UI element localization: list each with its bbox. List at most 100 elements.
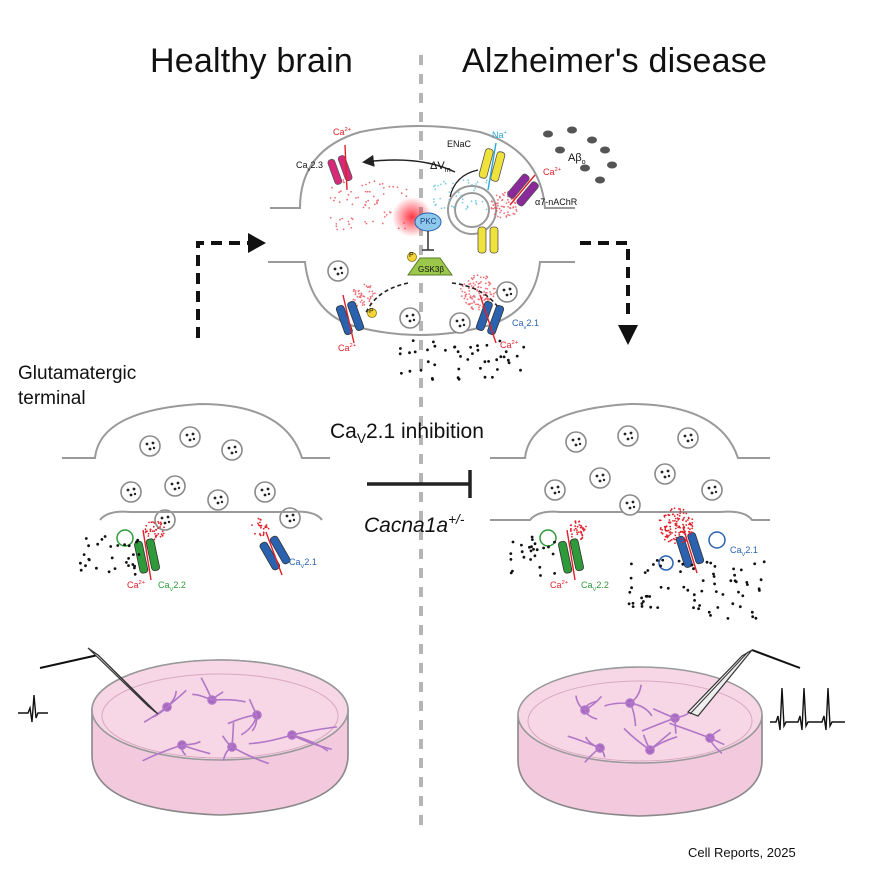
calcium-particle — [368, 300, 371, 303]
left-cav21-channel — [259, 535, 291, 571]
calcium-particle — [569, 529, 572, 531]
calcium-particle — [675, 520, 678, 523]
neurite — [227, 714, 258, 725]
sodium-particle — [485, 208, 488, 211]
calcium-particle — [260, 524, 262, 527]
calcium-particle — [358, 292, 360, 295]
glutamate-particle — [79, 561, 82, 565]
sodium-particle — [437, 184, 439, 187]
glutamate-particle — [648, 595, 652, 598]
sodium-particle — [466, 205, 469, 208]
glutamate-particle — [400, 371, 403, 375]
calcium-particle — [682, 512, 685, 514]
glutamate-particle — [692, 567, 695, 571]
calcium-particle — [576, 525, 579, 528]
glutamate-particle — [741, 594, 745, 598]
calcium-particle — [372, 220, 374, 223]
calcium-particle — [334, 196, 336, 199]
glutamate-particle — [96, 542, 100, 546]
glutamate-particle — [631, 605, 635, 608]
sodium-particle — [467, 179, 469, 182]
glutamate-particle — [137, 553, 141, 556]
gsk3b-node — [407, 257, 453, 276]
glutamate-particle — [739, 568, 743, 572]
calcium-particle — [159, 535, 162, 538]
calcium-particle — [509, 207, 512, 210]
glutamate-particle — [701, 579, 705, 582]
glutamate-particle — [506, 358, 510, 362]
neurite — [623, 727, 651, 751]
calcium-particle — [576, 529, 578, 531]
calcium-particle — [153, 538, 156, 541]
calcium-particle — [669, 533, 672, 536]
calcium-particle — [472, 282, 475, 285]
glutamate-particle — [745, 581, 749, 584]
calcium-particle — [479, 276, 482, 279]
calcium-particle — [381, 182, 384, 185]
calcium-particle — [492, 295, 495, 298]
calcium-particle — [461, 290, 464, 293]
calcium-particle — [503, 212, 505, 215]
calcium-particle — [377, 199, 380, 202]
neurite — [604, 702, 631, 707]
calcium-particle — [664, 527, 667, 529]
glutamate-particle — [469, 345, 472, 349]
sodium-particle — [476, 181, 479, 184]
calcium-particle — [372, 292, 374, 295]
glutamate-particle — [649, 605, 653, 609]
glutamate-particle — [116, 544, 120, 547]
calcium-particle — [493, 292, 495, 295]
glutamate-particle — [509, 571, 513, 575]
calcium-particle — [514, 206, 517, 208]
sodium-particle — [433, 201, 435, 203]
glutamate-particle — [511, 540, 515, 544]
calcium-particle — [490, 207, 493, 209]
calcium-particle — [464, 295, 467, 298]
calcium-particle — [674, 527, 677, 530]
calcium-particle — [346, 198, 349, 201]
glutamatergic-label: Glutamatergic — [18, 363, 137, 384]
glutamate-particle — [529, 558, 532, 561]
calcium-particle — [580, 538, 582, 541]
calcium-particle — [578, 524, 581, 526]
glutamate-particle — [659, 585, 663, 589]
glutamate-particle — [476, 344, 479, 348]
calcium-particle — [507, 211, 509, 214]
glutamate-particle — [652, 563, 655, 566]
calcium-particle — [468, 287, 470, 290]
calcium-particle — [477, 298, 480, 301]
neurite — [599, 747, 606, 758]
calcium-particle — [678, 514, 681, 517]
calcium-particle — [160, 533, 163, 536]
right-terminal — [490, 402, 770, 620]
calcium-particle — [674, 517, 677, 520]
calcium-particle — [392, 185, 395, 188]
calcium-particle — [153, 522, 156, 524]
abeta-oligomer — [600, 146, 610, 154]
glutamate-particle — [628, 590, 632, 594]
calcium-particle — [481, 297, 484, 299]
calcium-particle — [488, 281, 490, 283]
glutamate-particle — [732, 567, 735, 571]
calcium-particle — [482, 276, 485, 279]
glutamate-particle — [753, 562, 757, 566]
calcium-particle — [352, 290, 355, 292]
sodium-particle — [466, 206, 469, 209]
calcium-particle — [475, 303, 477, 306]
calcium-particle — [364, 203, 366, 206]
calcium-particle — [678, 508, 680, 510]
neurite — [180, 744, 187, 756]
glutamate-particle — [686, 588, 690, 592]
calcium-particle — [472, 308, 474, 311]
calcium-particle — [144, 531, 147, 534]
glutamate-particle — [408, 351, 411, 355]
glutamate-particle — [113, 567, 117, 570]
glutamate-particle — [677, 559, 681, 563]
calcium-particle — [674, 534, 677, 537]
inset-enac-label: ENaC — [447, 139, 472, 149]
calcium-particle — [661, 532, 664, 535]
calcium-particle — [336, 228, 339, 231]
calcium-particle — [368, 290, 371, 293]
calcium-particle — [144, 528, 147, 531]
calcium-particle — [363, 283, 366, 286]
